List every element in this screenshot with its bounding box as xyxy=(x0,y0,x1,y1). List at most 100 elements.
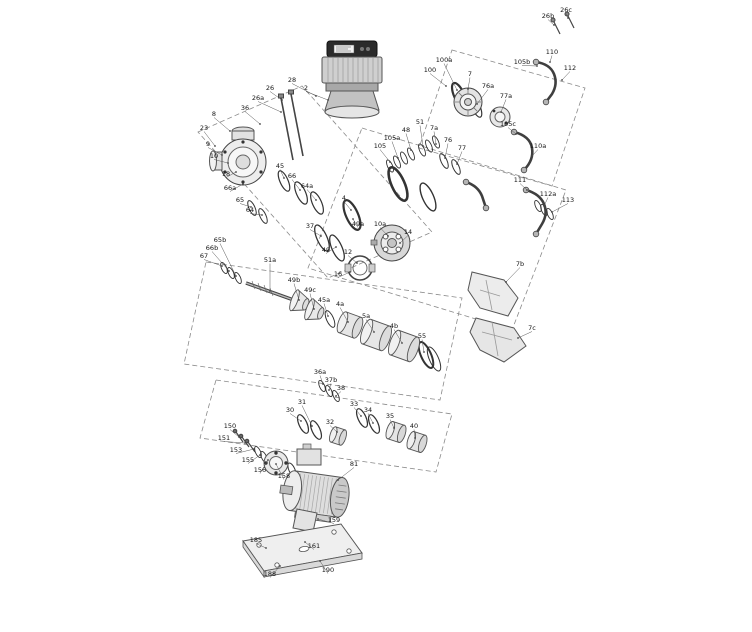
housing-bolts xyxy=(223,140,263,184)
seal-ring xyxy=(342,199,362,231)
part-number-16-45: 16 xyxy=(334,270,342,278)
callout-dot xyxy=(279,565,281,567)
plane-left xyxy=(197,85,433,279)
staybolt-1 xyxy=(280,97,294,161)
callout-dot xyxy=(300,420,302,422)
part-number-38-61: 38 xyxy=(337,384,345,392)
o-ring xyxy=(419,182,437,212)
part-number-35-67: 35 xyxy=(386,412,394,420)
callout-leader xyxy=(211,251,230,272)
grouping-planes xyxy=(183,49,586,473)
part-number-153-71: 153 xyxy=(230,446,242,454)
callout-dot xyxy=(467,88,469,90)
callout-leader xyxy=(317,518,335,524)
cable-gland xyxy=(302,443,312,450)
callout-dot xyxy=(337,479,339,481)
part-number-188-79: 188 xyxy=(264,570,276,578)
callout-leader xyxy=(244,111,261,125)
callout-leader xyxy=(301,405,313,427)
washer xyxy=(393,155,401,169)
sleeve-ring xyxy=(426,346,442,372)
callout-dot xyxy=(304,541,306,543)
sensor-pipe-1 xyxy=(535,60,557,103)
part-number-66a-10: 66a xyxy=(224,184,236,192)
part-number-76-25: 76 xyxy=(444,136,452,144)
callout-dot xyxy=(275,463,277,465)
callout-dot xyxy=(444,157,446,159)
terminal-box xyxy=(296,448,322,466)
clamp-ring xyxy=(344,255,376,281)
callout-dot xyxy=(229,130,231,132)
callout-leader xyxy=(323,303,329,317)
part-number-65b-48: 65b xyxy=(214,236,226,244)
callout-leader xyxy=(505,267,521,283)
fan-cover-slots xyxy=(334,484,347,511)
coupling-bolt xyxy=(370,239,378,246)
part-number-161-77: 161 xyxy=(308,542,320,550)
callout-leader xyxy=(269,91,283,101)
callout-dot xyxy=(235,275,237,277)
callout-dot xyxy=(269,290,271,292)
suction-flange xyxy=(209,150,217,172)
callout-leader xyxy=(419,125,424,147)
part-number-55-56: 55 xyxy=(418,332,426,340)
callout-dot xyxy=(235,171,237,173)
washer xyxy=(546,207,554,221)
callout-dot xyxy=(435,143,437,145)
callout-dot xyxy=(410,149,412,151)
part-number-105a-21: 105a xyxy=(384,134,400,142)
part-number-36a-59: 36a xyxy=(314,368,326,376)
callout-leader xyxy=(291,83,317,97)
washer xyxy=(254,445,262,459)
brackets xyxy=(467,271,527,363)
callout-dot xyxy=(352,218,354,220)
callout-leader xyxy=(365,319,375,333)
washer xyxy=(432,135,440,149)
washer xyxy=(234,271,242,285)
callout-dot xyxy=(543,205,545,207)
part-number-64-12: 64 xyxy=(246,206,254,214)
rubber-ring xyxy=(387,166,409,202)
washer xyxy=(534,199,542,213)
part-number-100a-28: 100a xyxy=(436,56,452,64)
callout-leader xyxy=(367,413,374,424)
callout-dot xyxy=(373,331,375,333)
chamber-3 xyxy=(388,329,420,363)
callout-dot xyxy=(298,299,300,301)
screw-head xyxy=(244,438,250,444)
o-ring xyxy=(310,191,324,215)
callout-leader xyxy=(444,143,449,159)
part-number-100-27: 100 xyxy=(424,66,436,74)
cooling-fins xyxy=(327,58,379,82)
callout-dot xyxy=(567,17,569,19)
screw-head xyxy=(232,428,238,434)
part-number-51-23: 51 xyxy=(416,118,424,126)
callout-dot xyxy=(214,145,216,147)
callout-leader xyxy=(306,189,317,201)
part-number-34-66: 34 xyxy=(364,406,372,414)
callout-leader xyxy=(335,391,342,397)
callout-dot xyxy=(500,111,502,113)
callout-leader xyxy=(531,149,539,157)
washer xyxy=(325,384,333,398)
callout-dot xyxy=(423,351,425,353)
callout-leader xyxy=(343,201,352,211)
callout-leader xyxy=(421,339,425,353)
part-number-49c-51: 49c xyxy=(304,286,316,294)
part-number-31-63: 31 xyxy=(298,398,306,406)
callout-leader xyxy=(399,235,409,244)
callout-dot xyxy=(280,111,282,113)
part-number-4b-55: 4b xyxy=(390,322,398,330)
callout-leader xyxy=(325,246,337,254)
callout-dot xyxy=(397,157,399,159)
part-number-26c-36: 26c xyxy=(560,6,572,14)
callout-dot xyxy=(393,427,395,429)
part-number-155-72: 155 xyxy=(242,456,254,464)
bearing-cylinder-1 xyxy=(385,421,407,443)
washer xyxy=(258,208,268,224)
o-ring xyxy=(355,408,369,428)
part-number-65-11: 65 xyxy=(236,196,244,204)
callout-leader xyxy=(235,448,255,454)
part-number-12-44: 12 xyxy=(344,248,352,256)
